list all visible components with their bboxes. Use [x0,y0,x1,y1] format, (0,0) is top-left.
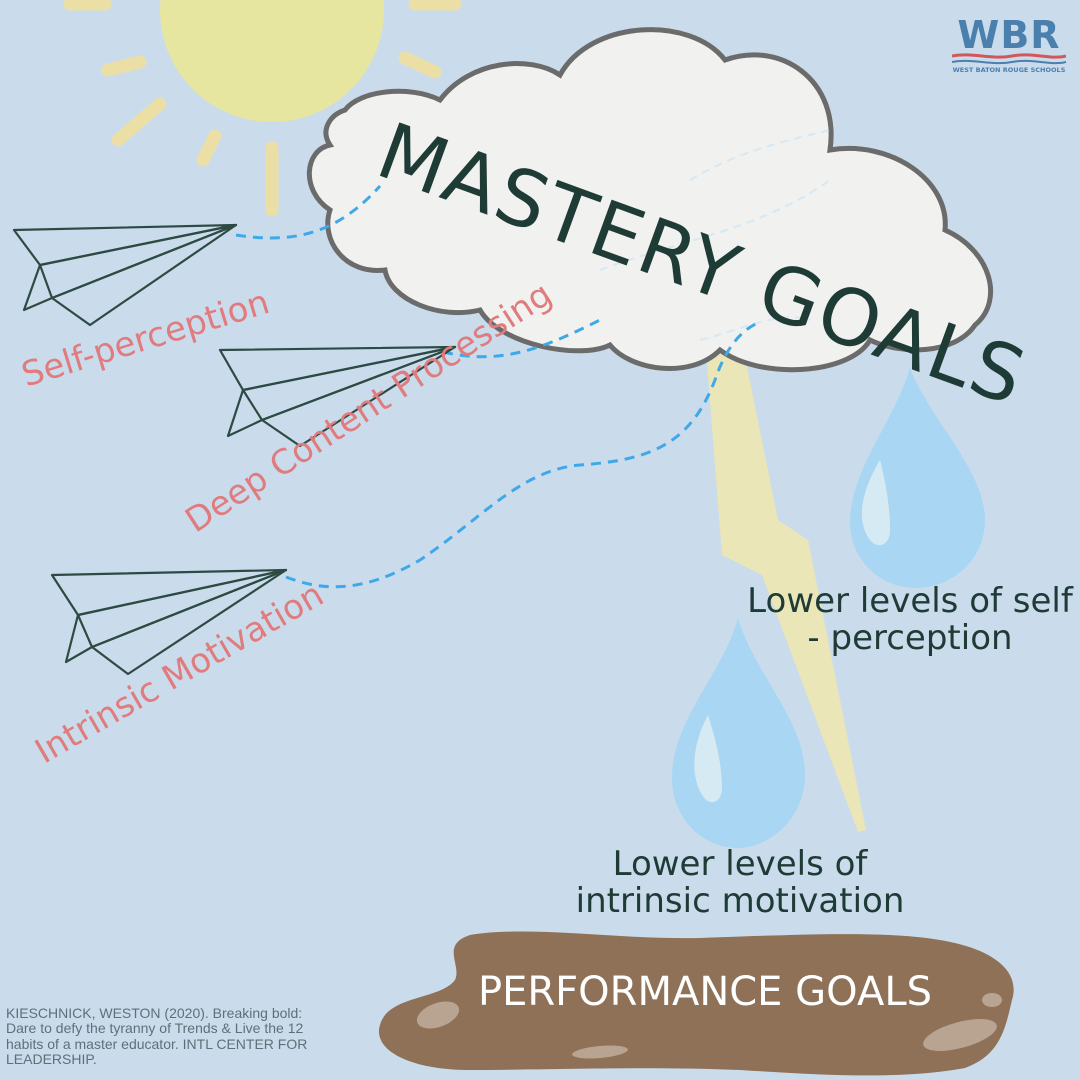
logo-text: WBR [957,13,1061,57]
school-logo: WBR WEST BATON ROUGE SCHOOLS [948,16,1070,80]
label-lower-intrinsic-motivation: Lower levels of intrinsic motivation [575,844,905,922]
label-lower-self-perception: Lower levels of self - perception [747,581,1073,659]
paper-plane-icon-1 [12,223,238,327]
sun-icon [63,0,462,217]
cloud-icon [306,27,994,373]
raindrop-icon-1 [850,368,985,588]
mud-puddle [378,931,1014,1076]
citation-text: KIESCHNICK, WESTON (2020). Breaking bold… [6,1005,308,1068]
logo-subtitle: WEST BATON ROUGE SCHOOLS [952,66,1066,74]
flight-paths [235,184,761,589]
lightning-bolt-icon [706,342,866,832]
paper-plane-icon-3 [50,568,288,676]
raindrop-icon-2 [672,618,805,848]
performance-goals-title: PERFORMANCE GOALS [477,969,932,1015]
logo-wave-icon [952,53,1066,65]
paper-plane-icon-2 [218,345,457,448]
